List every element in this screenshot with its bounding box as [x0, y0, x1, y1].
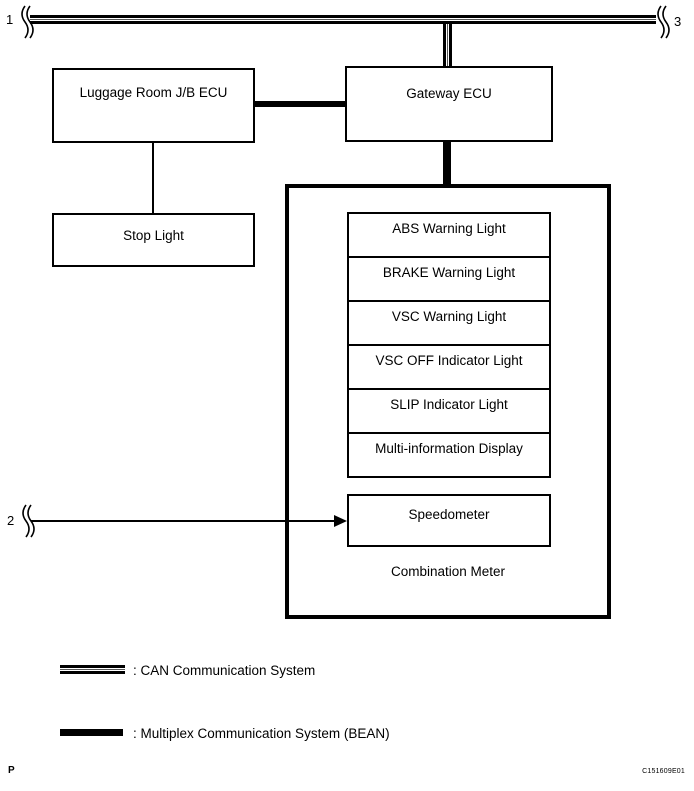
legend-bean-line-swatch — [60, 729, 123, 736]
figure-code: C151609E01 — [642, 768, 685, 775]
multi-information-display-box: Multi-information Display — [375, 441, 523, 456]
speedometer-arrow-line — [31, 520, 334, 522]
bus-endpoint-label-1: 1 — [6, 12, 14, 27]
combination-meter-label: Combination Meter — [390, 564, 506, 579]
stop-light-box: Stop Light — [52, 213, 255, 267]
brake-warning-light-box: BRAKE Warning Light — [349, 258, 549, 302]
vsc-off-indicator-light-box: VSC OFF Indicator Light — [349, 346, 549, 390]
luggage-room-jb-ecu-box: Luggage Room J/B ECU — [52, 68, 255, 143]
vsc-warning-light-box: VSC Warning Light — [349, 302, 549, 346]
speedometer-box: Speedometer — [347, 494, 551, 547]
indicator-stack: ABS Warning Light BRAKE Warning Light VS… — [347, 212, 551, 478]
gateway-ecu-box: Gateway ECU — [345, 66, 553, 142]
can-bus-line — [30, 15, 656, 24]
slip-indicator-light-box: SLIP Indicator Light — [349, 390, 549, 434]
stop-light-wire — [152, 143, 154, 213]
can-drop-line — [443, 24, 452, 66]
arrow-head-icon — [334, 515, 347, 527]
bus-endpoint-label-2: 2 — [7, 513, 15, 528]
page-marker: P — [8, 765, 15, 776]
abs-warning-light-box: ABS Warning Light — [349, 214, 549, 258]
legend-can-label: : CAN Communication System — [133, 663, 316, 678]
bean-drop-line — [443, 142, 451, 184]
bean-link-horizontal — [255, 101, 345, 107]
bus-endpoint-label-3: 3 — [674, 14, 682, 29]
legend-bean-label: : Multiplex Communication System (BEAN) — [133, 726, 390, 741]
legend-can-line-swatch — [60, 665, 125, 674]
wire-break-icon — [657, 5, 670, 39]
